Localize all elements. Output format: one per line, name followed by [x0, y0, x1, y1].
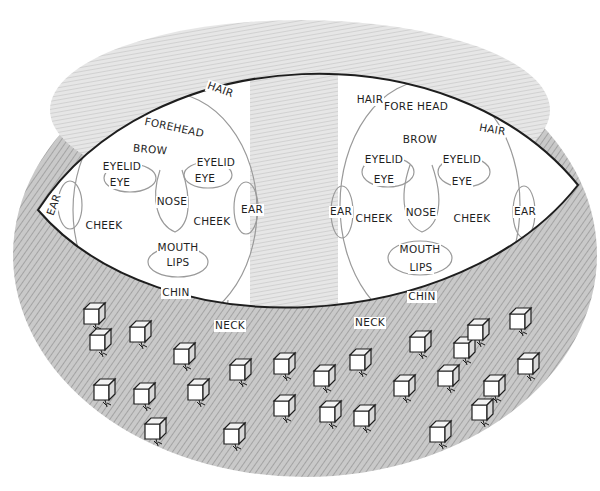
part-label: NECK — [214, 320, 246, 332]
part-label: EYE — [194, 173, 217, 185]
part-label: EYE — [451, 176, 474, 188]
part-label: EYELID — [102, 161, 143, 173]
part-label: EYE — [373, 174, 396, 186]
part-label: CHEEK — [355, 213, 394, 225]
part-label: HAIR — [356, 94, 385, 106]
cubes — [84, 303, 539, 451]
part-label: EYELID — [442, 154, 483, 166]
part-label: CHEEK — [453, 213, 492, 225]
part-label: EAR — [329, 206, 353, 218]
part-label: LIPS — [165, 257, 190, 269]
part-label: NECK — [354, 317, 386, 329]
part-label: MOUTH — [399, 244, 442, 256]
part-label: BROW — [402, 134, 438, 146]
part-label: EAR — [513, 206, 537, 218]
part-label: FORE HEAD — [383, 101, 449, 113]
part-label: MOUTH — [157, 242, 200, 254]
part-label: CHEEK — [85, 220, 124, 232]
part-label: CHIN — [407, 291, 436, 303]
part-label: EYELID — [364, 154, 405, 166]
part-label: NOSE — [156, 196, 189, 208]
part-label: EYELID — [196, 157, 237, 169]
part-label: CHIN — [161, 287, 190, 299]
part-label: CHEEK — [193, 216, 232, 228]
part-label: NOSE — [405, 207, 438, 219]
part-label: EAR — [240, 204, 264, 216]
part-label: EYE — [109, 177, 132, 189]
part-label: LIPS — [408, 262, 433, 274]
